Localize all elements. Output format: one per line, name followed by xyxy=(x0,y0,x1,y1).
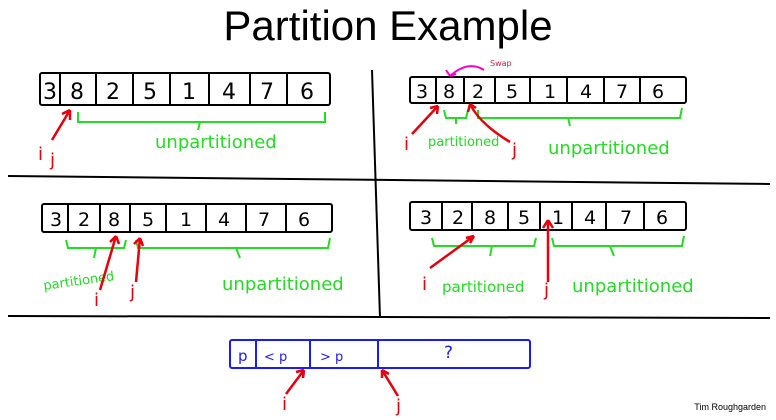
cell-value: 6 xyxy=(300,80,314,105)
divider-horizontal xyxy=(7,175,771,185)
cell-value: 3 xyxy=(43,80,57,105)
i-pointer: i xyxy=(404,134,409,155)
cell-value: 4 xyxy=(584,207,596,229)
cell-value: 7 xyxy=(258,209,270,231)
panel-bottom-right: 3 2 8 5 1 4 7 6 partitioned unpartitione… xyxy=(409,201,694,301)
cell-value: 2 xyxy=(78,209,90,231)
pivot-cell: p xyxy=(238,347,248,365)
cell-value: 4 xyxy=(218,209,230,231)
cell-value: 2 xyxy=(106,80,120,105)
array-dividers xyxy=(435,77,641,103)
j-arrow xyxy=(133,237,145,283)
cell-value: 6 xyxy=(656,207,668,229)
cell-value: 7 xyxy=(620,207,632,229)
author-credit: Tim Roughgarden xyxy=(694,402,766,412)
i-pointer: i xyxy=(282,394,287,415)
cell-value: 5 xyxy=(142,209,154,231)
i-arrow xyxy=(429,234,476,270)
i-pointer: i xyxy=(94,290,99,311)
i-arrow xyxy=(285,368,306,395)
cell-value: 3 xyxy=(50,209,62,231)
j-pointer: j xyxy=(395,396,401,417)
j-arrow xyxy=(466,102,511,144)
cell-value: 2 xyxy=(472,81,484,103)
i-pointer: i xyxy=(422,274,427,295)
unpartitioned-label: unpartitioned xyxy=(572,276,694,297)
slide-title: Partition Example xyxy=(223,2,553,49)
j-pointer: j xyxy=(129,282,135,303)
array-box xyxy=(41,203,333,233)
array-box xyxy=(409,76,687,104)
cell-value: 7 xyxy=(616,81,628,103)
swap-label: Swap xyxy=(490,59,512,68)
cell-value: 8 xyxy=(443,81,455,103)
array-dividers xyxy=(441,202,645,230)
unknown-cell: ? xyxy=(444,343,453,363)
cell-value: 1 xyxy=(180,209,192,231)
unpartitioned-label: unpartitioned xyxy=(222,274,344,295)
partitioned-label: partitioned xyxy=(442,278,524,296)
cell-value: 5 xyxy=(506,81,518,103)
cell-value: 5 xyxy=(518,207,530,229)
cell-value: 1 xyxy=(182,80,196,105)
i-arrow xyxy=(411,104,440,135)
invariant-diagram: p < p > p ? i j xyxy=(229,339,531,417)
j-arrow xyxy=(541,219,555,282)
cell-value: 4 xyxy=(222,80,236,105)
cell-value: 8 xyxy=(108,209,120,231)
unpartitioned-brace xyxy=(77,112,326,131)
cell-value: 8 xyxy=(70,80,84,105)
partitioned-brace xyxy=(443,109,469,124)
panel-bottom-left: 3 2 8 5 1 4 7 6 partitioned unpartitione… xyxy=(41,203,344,311)
divider-vertical xyxy=(371,69,381,319)
i-arrow xyxy=(98,235,121,291)
unpartitioned-label: unpartitioned xyxy=(155,132,277,153)
unpartitioned-brace xyxy=(551,235,685,257)
unpartitioned-brace xyxy=(135,237,331,259)
panel-top-left: 3 8 2 5 1 4 7 6 unpartitioned i j xyxy=(38,72,331,171)
partitioned-brace xyxy=(431,237,537,257)
cell-value: 1 xyxy=(552,207,564,229)
cell-value: 4 xyxy=(580,81,592,103)
j-pointer: j xyxy=(543,280,549,301)
i-pointer: i xyxy=(38,144,43,165)
greater-than-pivot-cell: > p xyxy=(320,350,343,365)
swap-arrow xyxy=(445,65,485,77)
cell-value: 2 xyxy=(452,207,464,229)
array-dividers xyxy=(59,73,288,105)
cell-value: 5 xyxy=(143,80,157,105)
less-than-pivot-cell: < p xyxy=(264,350,287,365)
cell-value: 1 xyxy=(544,81,556,103)
partitioned-label: partitioned xyxy=(428,135,499,150)
cell-value: 7 xyxy=(260,80,274,105)
cell-value: 8 xyxy=(484,207,496,229)
j-pointer: j xyxy=(511,140,517,161)
cell-value: 3 xyxy=(420,207,432,229)
unpartitioned-label: unpartitioned xyxy=(548,138,670,159)
unpartitioned-brace xyxy=(477,107,683,127)
j-arrow xyxy=(380,368,400,397)
j-pointer: j xyxy=(49,150,55,171)
array-box xyxy=(39,72,331,106)
cell-value: 3 xyxy=(416,81,428,103)
cell-value: 6 xyxy=(652,81,664,103)
i-j-arrow xyxy=(50,108,72,141)
invariant-box xyxy=(229,339,531,369)
array-dividers xyxy=(67,204,287,232)
cell-value: 6 xyxy=(298,209,310,231)
divider-bottom xyxy=(7,315,771,319)
partitioned-brace xyxy=(65,239,127,259)
panel-top-right: 3 8 2 5 1 4 7 6 Swap partitioned unparti… xyxy=(404,59,687,161)
